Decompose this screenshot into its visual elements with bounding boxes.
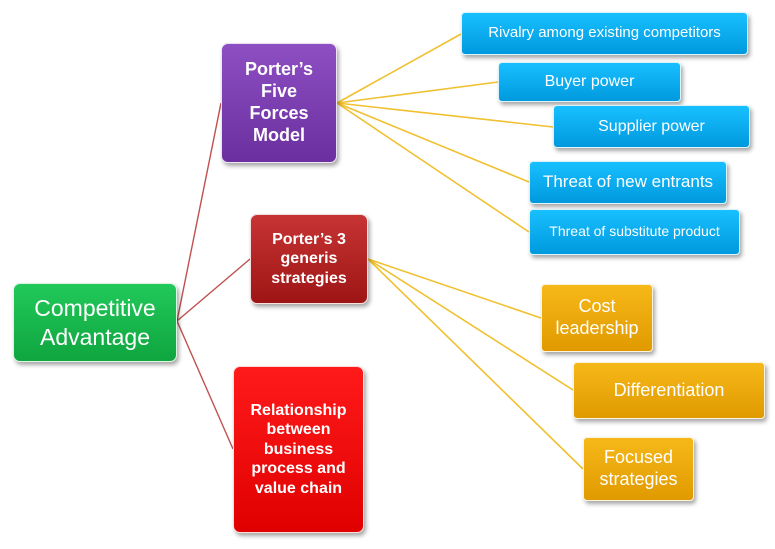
connector-root-generic-strategies [176,258,251,322]
category-label-line: process and [251,460,346,478]
connector-strategies-cost [367,258,542,319]
force-label: Supplier power [598,117,705,135]
force-node-new-entrants: Threat of new entrants [529,161,727,204]
connector-forces-substitute [336,102,530,233]
connector-forces-buyer [336,81,499,104]
root-line-2: Advantage [40,323,150,350]
strategy-label-line: leadership [555,318,639,338]
root-line-1: Competitive [34,295,156,322]
category-node-five-forces: Porter’s Five Forces Model [221,43,337,163]
category-label-line: Porter’s [244,59,314,80]
strategy-label-line: Cost [578,296,616,317]
category-node-generic-strategies: Porter’s 3 generis strategies [250,214,368,304]
strategy-node-focused-strategies: Focused strategies [583,437,694,501]
connector-root-five-forces [176,102,222,322]
connector-strategies-differentiation [367,258,574,391]
strategy-node-cost-leadership: Cost leadership [541,284,653,352]
force-label: Buyer power [544,73,635,91]
category-label-line: Porter’s 3 [272,230,346,248]
category-label-line: value chain [254,479,343,497]
category-label-line: Five Forces [249,81,309,123]
strategy-node-differentiation: Differentiation [573,362,765,419]
force-label: Threat of new entrants [542,172,714,192]
category-label-line: Model [253,124,305,145]
force-node-substitute-product: Threat of substitute product [529,209,740,255]
category-label-line: generis [280,250,338,268]
category-label-line: business [263,440,334,458]
category-node-relationship: Relationship between business process an… [233,366,364,533]
strategy-label-line: Differentiation [613,379,725,400]
connector-forces-rivalry [336,33,462,104]
root-node-competitive-advantage: Competitive Advantage [13,283,177,362]
strategy-label-line: strategies [599,469,678,489]
connector-strategies-focused [367,258,584,470]
strategy-label-line: Focused [603,447,674,468]
connector-forces-supplier [336,102,554,128]
connector-root-relationship [176,320,234,450]
force-node-buyer-power: Buyer power [498,62,681,102]
force-label: Threat of substitute product [549,223,720,240]
force-node-rivalry: Rivalry among existing competitors [461,12,748,55]
category-label-line: between [266,421,331,439]
force-node-supplier-power: Supplier power [553,105,750,148]
connector-forces-new-entrants [336,102,530,183]
force-label: Rivalry among existing competitors [488,24,721,42]
category-label-line: strategies [271,269,347,287]
category-label-line: Relationship [250,401,347,419]
